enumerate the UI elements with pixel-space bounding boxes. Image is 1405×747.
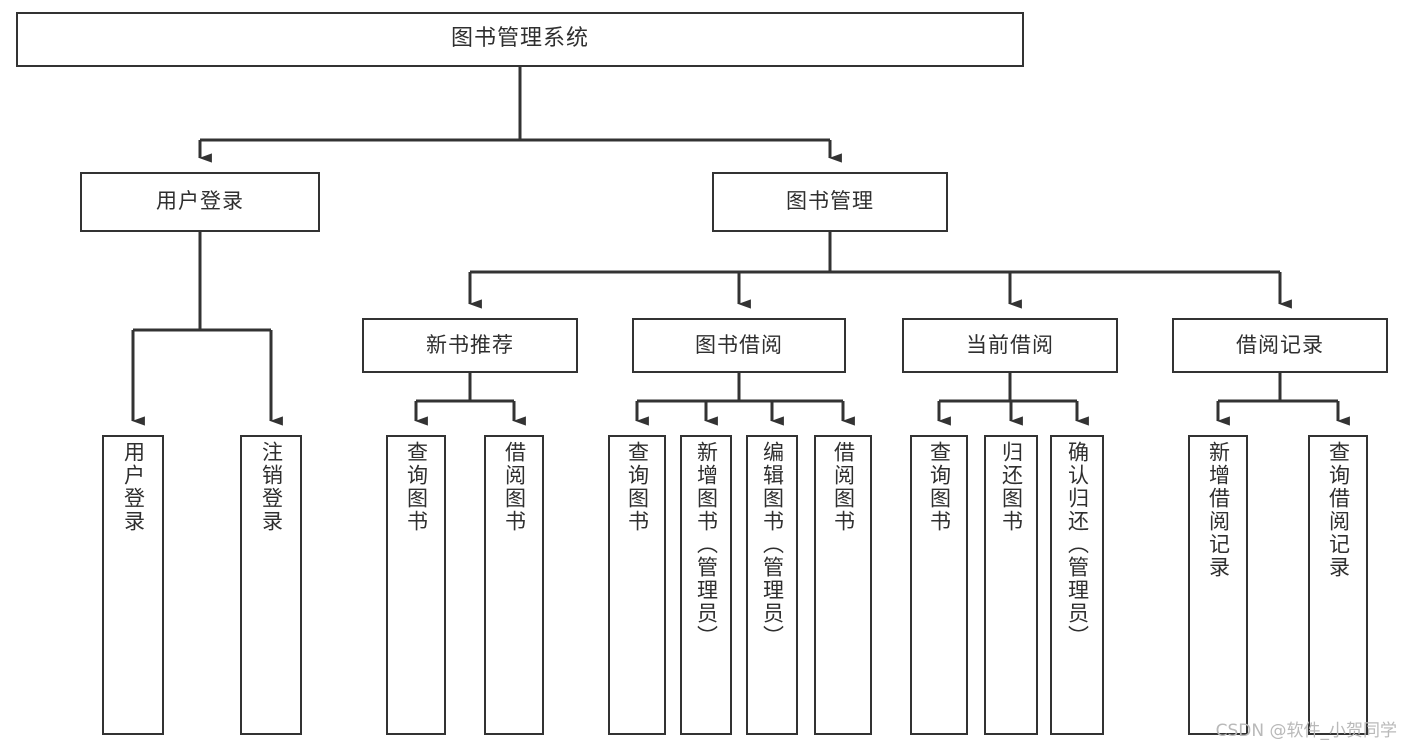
node-leaf-confirm-return-admin-label: 确认归还（管理员） [1065, 441, 1090, 648]
node-book-manage-label: 图书管理 [786, 189, 874, 214]
node-new-book-recommend-label: 新书推荐 [426, 332, 514, 357]
node-new-book-recommend[interactable]: 新书推荐 [362, 318, 578, 373]
node-leaf-add-borrow-record[interactable]: 新增借阅记录 [1188, 435, 1248, 735]
node-leaf-user-login-label: 用户登录 [121, 441, 146, 533]
node-user-login[interactable]: 用户登录 [80, 172, 320, 232]
node-leaf-borrow-book-label: 借阅图书 [831, 441, 856, 533]
node-leaf-logout-login[interactable]: 注销登录 [240, 435, 302, 735]
node-root[interactable]: 图书管理系统 [16, 12, 1024, 67]
node-leaf-query-borrow-record[interactable]: 查询借阅记录 [1308, 435, 1368, 735]
node-leaf-add-book-admin[interactable]: 新增图书（管理员） [680, 435, 732, 735]
node-leaf-query-borrow-record-label: 查询借阅记录 [1326, 441, 1351, 579]
node-book-borrow[interactable]: 图书借阅 [632, 318, 846, 373]
node-leaf-query-book-current-label: 查询图书 [927, 441, 952, 533]
node-book-borrow-label: 图书借阅 [695, 332, 783, 357]
node-leaf-user-login[interactable]: 用户登录 [102, 435, 164, 735]
node-leaf-return-book[interactable]: 归还图书 [984, 435, 1038, 735]
node-leaf-return-book-label: 归还图书 [999, 441, 1024, 533]
node-leaf-logout-login-label: 注销登录 [259, 441, 284, 533]
node-leaf-confirm-return-admin[interactable]: 确认归还（管理员） [1050, 435, 1104, 735]
node-user-login-label: 用户登录 [156, 189, 244, 214]
node-borrow-record[interactable]: 借阅记录 [1172, 318, 1388, 373]
node-leaf-borrow-book-rec[interactable]: 借阅图书 [484, 435, 544, 735]
node-leaf-query-book-rec[interactable]: 查询图书 [386, 435, 446, 735]
node-current-borrow-label: 当前借阅 [966, 332, 1054, 357]
node-leaf-add-book-admin-label: 新增图书（管理员） [694, 441, 719, 648]
node-borrow-record-label: 借阅记录 [1236, 332, 1324, 357]
node-leaf-query-book-borrow-label: 查询图书 [625, 441, 650, 533]
node-leaf-query-book-borrow[interactable]: 查询图书 [608, 435, 666, 735]
node-book-manage[interactable]: 图书管理 [712, 172, 948, 232]
node-leaf-edit-book-admin[interactable]: 编辑图书（管理员） [746, 435, 798, 735]
node-leaf-add-borrow-record-label: 新增借阅记录 [1206, 441, 1231, 579]
node-leaf-borrow-book-rec-label: 借阅图书 [502, 441, 527, 533]
node-leaf-query-book-rec-label: 查询图书 [404, 441, 429, 533]
node-leaf-edit-book-admin-label: 编辑图书（管理员） [760, 441, 785, 648]
node-leaf-query-book-current[interactable]: 查询图书 [910, 435, 968, 735]
node-leaf-borrow-book[interactable]: 借阅图书 [814, 435, 872, 735]
node-current-borrow[interactable]: 当前借阅 [902, 318, 1118, 373]
watermark: CSDN @软件_小贺同学 [1215, 721, 1397, 741]
node-root-label: 图书管理系统 [450, 26, 589, 52]
